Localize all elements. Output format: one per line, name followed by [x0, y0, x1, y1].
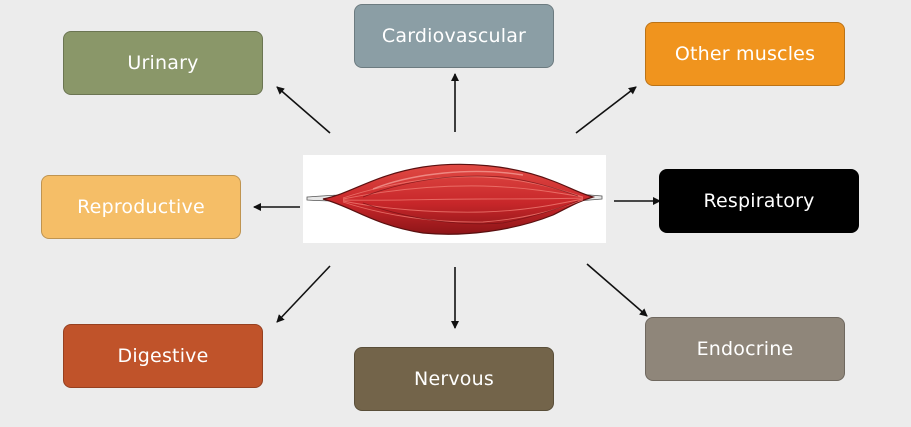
node-reproductive-label: Reproductive [77, 196, 205, 218]
skeletal-muscle-icon [306, 163, 603, 235]
node-digestive-label: Digestive [117, 345, 209, 367]
node-other-muscles: Other muscles [645, 22, 845, 86]
node-digestive: Digestive [63, 324, 263, 388]
node-cardiovascular-label: Cardiovascular [381, 25, 527, 47]
muscle-image-panel [303, 155, 606, 243]
arrow-to-digestive [276, 265, 331, 323]
node-nervous-label: Nervous [414, 368, 494, 390]
arrow-to-other-muscles [575, 86, 637, 134]
node-endocrine-label: Endocrine [696, 338, 794, 360]
node-other-muscles-label: Other muscles [674, 43, 816, 65]
node-cardiovascular: Cardiovascular [354, 4, 554, 68]
node-respiratory: Respiratory [659, 169, 859, 233]
node-reproductive: Reproductive [41, 175, 241, 239]
node-urinary: Urinary [63, 31, 263, 95]
arrow-to-endocrine [586, 263, 648, 317]
arrow-to-urinary [276, 86, 331, 134]
node-endocrine: Endocrine [645, 317, 845, 381]
node-urinary-label: Urinary [127, 52, 199, 74]
node-nervous: Nervous [354, 347, 554, 411]
node-respiratory-label: Respiratory [703, 190, 815, 212]
